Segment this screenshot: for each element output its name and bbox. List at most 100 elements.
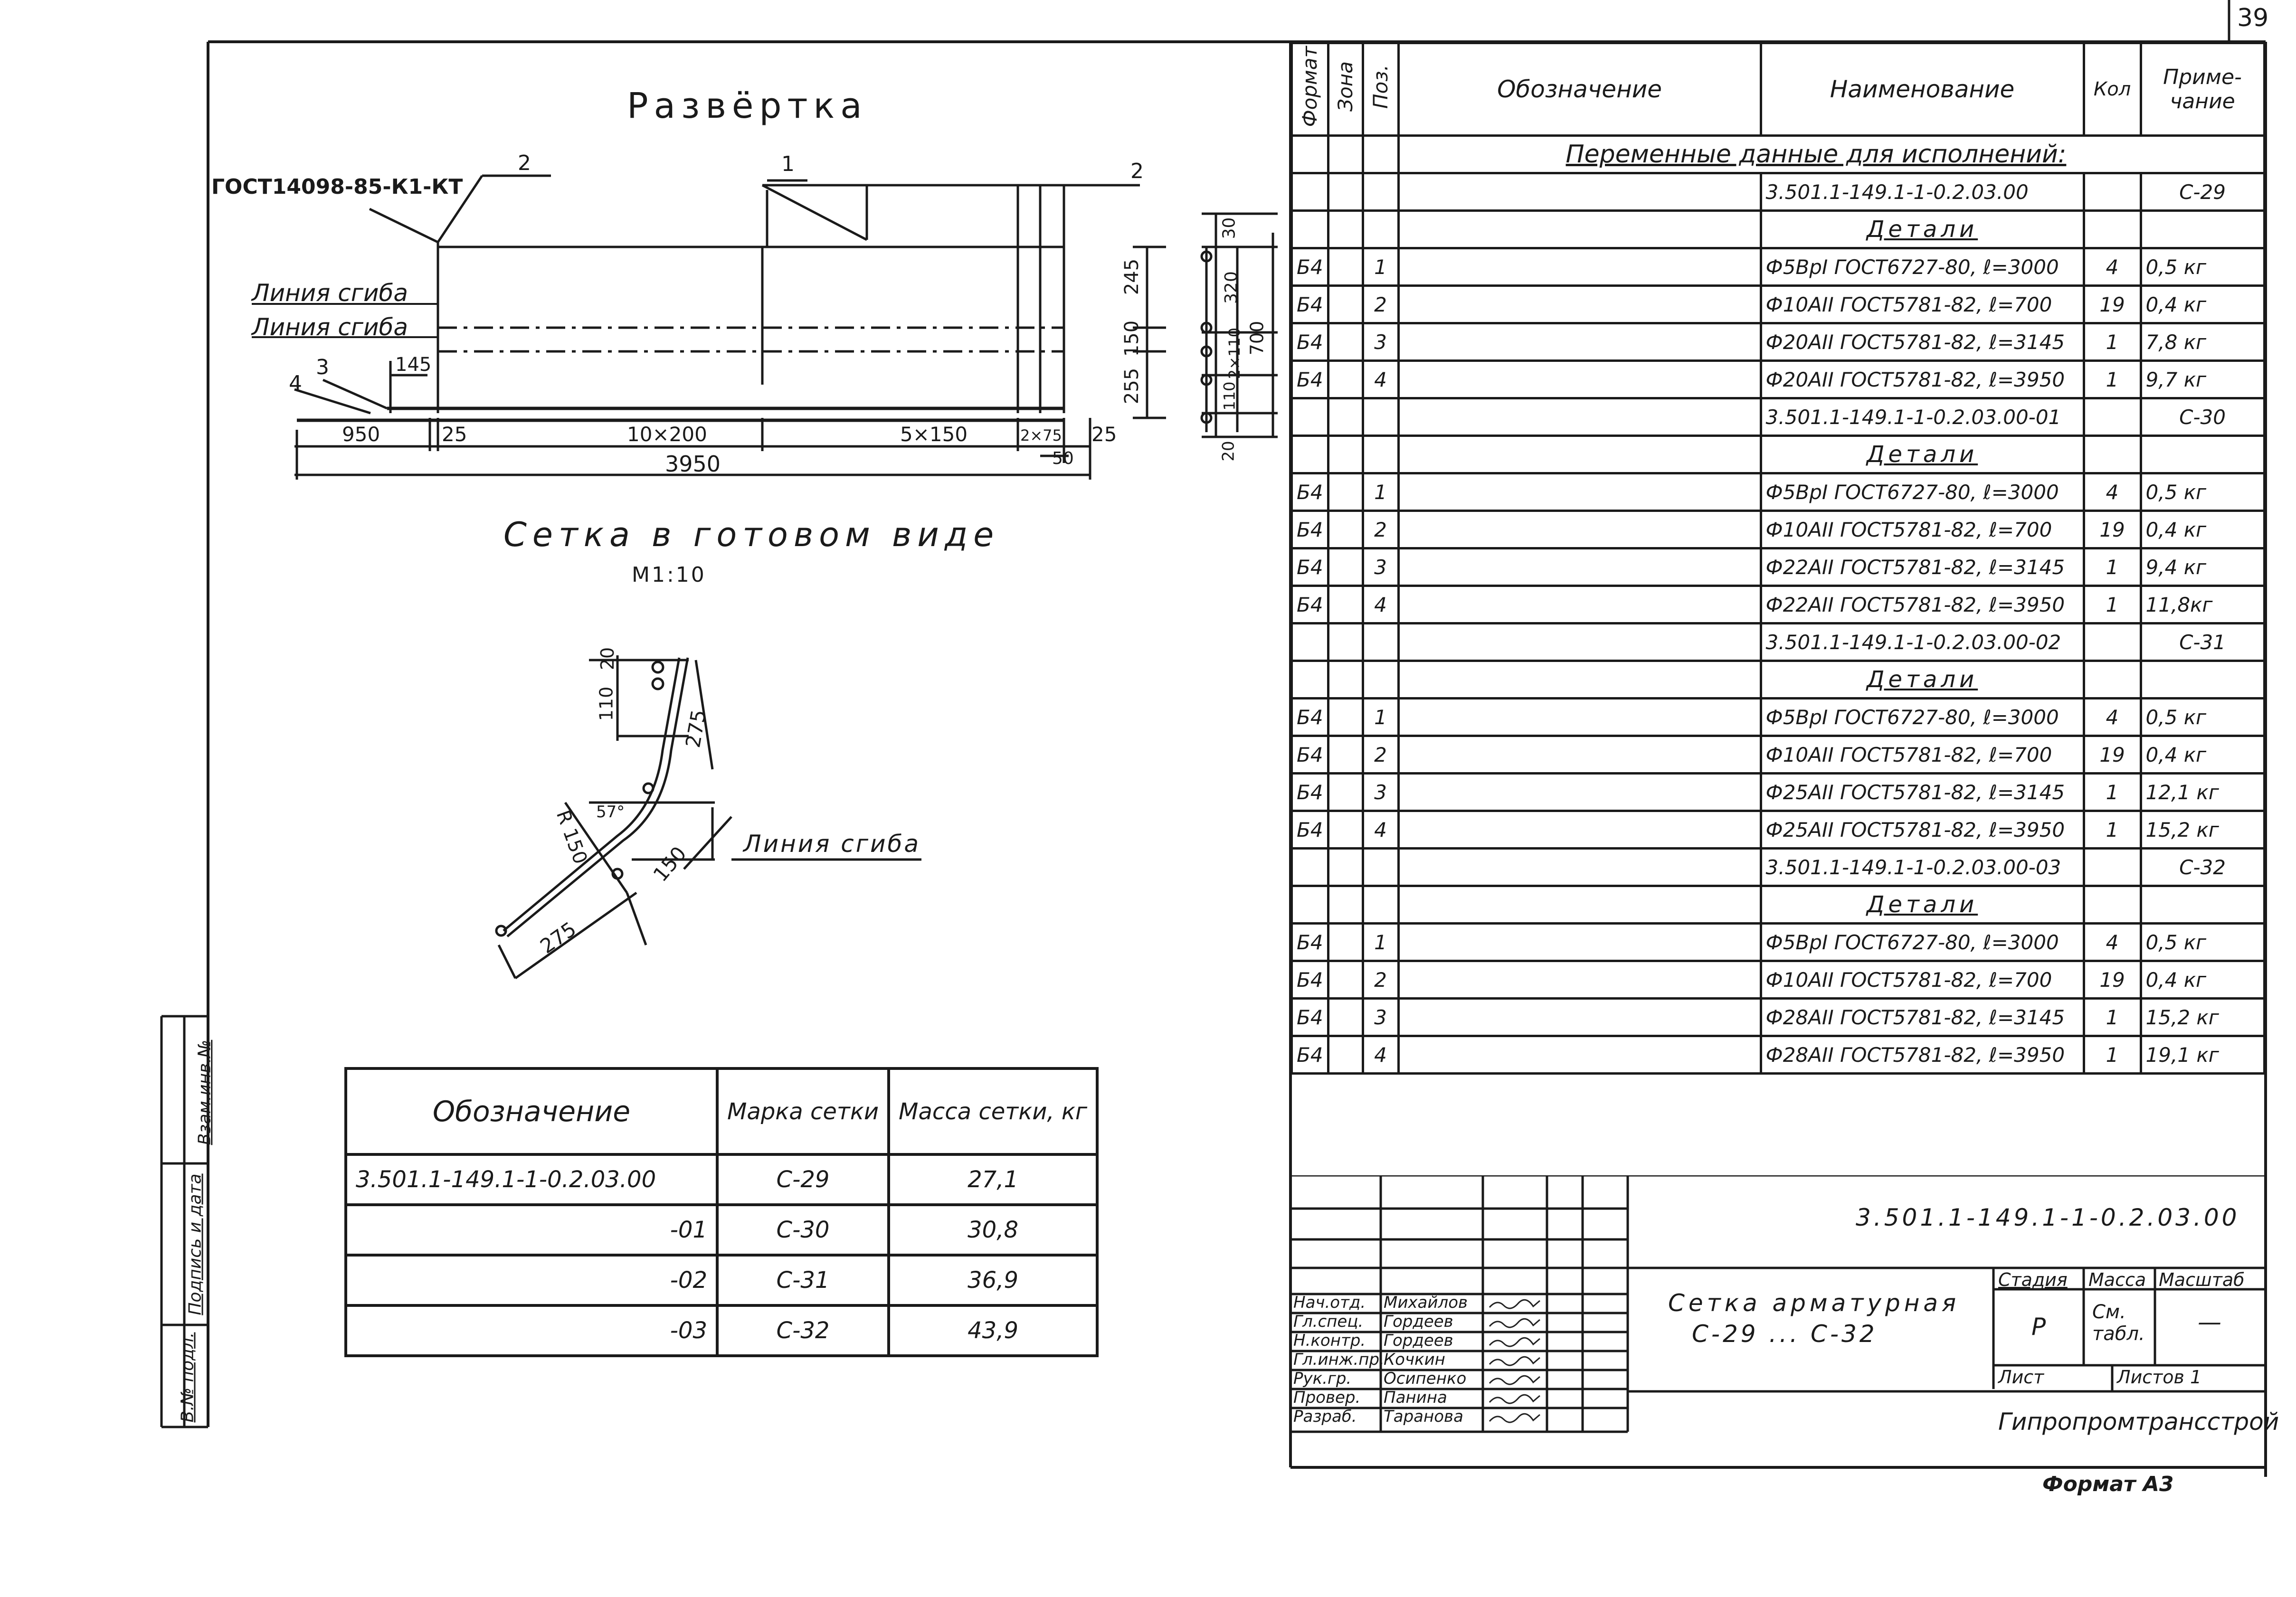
spec-item-pos: 4 xyxy=(1361,1035,1400,1075)
signature-scribble xyxy=(1488,1317,1542,1328)
mass-cell: -01 xyxy=(344,1203,719,1257)
spec-item-name: Ф22АII ГОСТ5781-82, ℓ=3950 xyxy=(1759,585,2085,624)
bend-line-label-1: Линия сгиба xyxy=(252,279,408,307)
signature-scribble xyxy=(1488,1355,1542,1366)
spec-header-designation: Обозначение xyxy=(1397,42,1762,137)
tb-role: Провер. xyxy=(1293,1388,1361,1407)
spec-section-row: Детали xyxy=(1290,435,2266,474)
spec-group-note: С-31 xyxy=(2139,622,2266,662)
spec-item-pos: 2 xyxy=(1361,284,1400,324)
mass-cell: 3.501.1-149.1-1-0.2.03.00 xyxy=(344,1153,719,1206)
stamp-inv-replace: Взам.инв.№ xyxy=(195,1039,215,1145)
spec-item-name: Ф25АII ГОСТ5781-82, ℓ=3145 xyxy=(1759,772,2085,812)
mass-cell: С-32 xyxy=(715,1304,891,1357)
callout-4: 4 xyxy=(289,371,302,396)
unfold-title: Развёртка xyxy=(627,85,868,126)
callout-1: 1 xyxy=(781,152,795,176)
tb-mass-value: См. табл. xyxy=(2092,1301,2145,1345)
spec-item-qty: 19 xyxy=(2082,960,2142,1000)
spec-item-format: Б4 xyxy=(1290,997,1329,1037)
tb-person: Таранова xyxy=(1384,1407,1463,1426)
signature-scribble xyxy=(1488,1412,1542,1423)
spec-item-pos: 1 xyxy=(1361,247,1400,287)
dim-3950: 3950 xyxy=(665,451,721,477)
spec-item-pos: 1 xyxy=(1361,472,1400,512)
tb-doc-code: 3.501.1-149.1-1-0.2.03.00 xyxy=(1856,1204,2240,1231)
spec-item-note: 0,5 кг xyxy=(2139,922,2266,962)
mass-header-mark: Марка сетки xyxy=(715,1067,891,1156)
spec-item-pos: 4 xyxy=(1361,359,1400,399)
dim-2x75: 2×75 xyxy=(1020,426,1062,444)
spec-item-qty: 1 xyxy=(2082,810,2142,850)
spec-item-pos: 1 xyxy=(1361,697,1400,737)
spec-item-name: Ф25АII ГОСТ5781-82, ℓ=3950 xyxy=(1759,810,2085,850)
spec-group-designation: 3.501.1-149.1-1-0.2.03.00-01 xyxy=(1759,397,2085,437)
spec-item-name: Ф10АII ГОСТ5781-82, ℓ=700 xyxy=(1759,284,2085,324)
tb-name-line2: С-29 ... С-32 xyxy=(1692,1320,1878,1348)
spec-item-pos: 3 xyxy=(1361,772,1400,812)
spec-section-row: Детали xyxy=(1290,209,2266,249)
tb-mass-label: Масса xyxy=(2088,1269,2146,1290)
spec-item-qty: 1 xyxy=(2082,585,2142,624)
spec-item-format: Б4 xyxy=(1290,585,1329,624)
dim-25-left: 25 xyxy=(442,423,467,446)
spec-item-qty: 1 xyxy=(2082,997,2142,1037)
mass-row: -03 С-32 43,9 xyxy=(344,1304,1099,1357)
spec-item-qty: 1 xyxy=(2082,1035,2142,1075)
spec-item-qty: 4 xyxy=(2082,922,2142,962)
spec-item-note: 9,7 кг xyxy=(2139,359,2266,399)
signature-scribble xyxy=(1488,1393,1542,1404)
spec-group-designation: 3.501.1-149.1-1-0.2.03.00 xyxy=(1759,172,2085,212)
callout-2-right: 2 xyxy=(1130,159,1144,183)
mass-table: Обозначение Марка сетки Масса сетки, кг … xyxy=(344,1067,1099,1357)
spec-section-title: Детали xyxy=(1759,435,2085,474)
spec-header-qty: Кол xyxy=(2082,42,2142,137)
format-label: Формат А3 xyxy=(2042,1472,2174,1496)
spec-header-format: Формат xyxy=(1290,42,1329,137)
spec-section-title: Детали xyxy=(1759,885,2085,925)
fin-dim-57: 57° xyxy=(596,803,625,822)
spec-header-pos: Поз. xyxy=(1361,42,1400,137)
spec-item-pos: 4 xyxy=(1361,810,1400,850)
gost-label: ГОСТ14098-85-К1-КТ xyxy=(211,175,463,199)
spec-item-note: 11,8кг xyxy=(2139,585,2266,624)
spec-item-qty: 1 xyxy=(2082,359,2142,399)
tb-role: Н.контр. xyxy=(1293,1331,1366,1350)
spec-item-name: Ф20АII ГОСТ5781-82, ℓ=3145 xyxy=(1759,322,2085,362)
tb-scale-label: Масштаб xyxy=(2159,1269,2245,1290)
spec-header-zone: Зона xyxy=(1327,42,1364,137)
side-dim-110: 110 xyxy=(1220,381,1239,411)
spec-item-format: Б4 xyxy=(1290,322,1329,362)
tb-person: Панина xyxy=(1384,1388,1447,1407)
spec-item-note: 12,1 кг xyxy=(2139,772,2266,812)
side-dim-2x110: 2×110 xyxy=(1225,327,1244,379)
tb-organization: Гипропромтрансстрой xyxy=(1998,1408,2279,1436)
spec-item-format: Б4 xyxy=(1290,284,1329,324)
callout-2-left: 2 xyxy=(518,151,531,175)
spec-item-note: 0,5 кг xyxy=(2139,472,2266,512)
spec-item-pos: 2 xyxy=(1361,510,1400,549)
dim-10x200: 10×200 xyxy=(627,423,707,446)
tb-sheets-label: Листов 1 xyxy=(2117,1367,2202,1388)
finished-scale: М1:10 xyxy=(632,563,706,587)
spec-item-format: Б4 xyxy=(1290,810,1329,850)
signature-scribble xyxy=(1488,1336,1542,1347)
mass-cell: С-29 xyxy=(715,1153,891,1206)
tb-role: Нач.отд. xyxy=(1293,1293,1366,1312)
title-block: 3.501.1-149.1-1-0.2.03.00 Сетка арматурн… xyxy=(1290,1175,2279,1467)
tb-role: Гл.инж.пр. xyxy=(1293,1350,1385,1369)
spec-item-qty: 19 xyxy=(2082,284,2142,324)
spec-item-note: 0,5 кг xyxy=(2139,247,2266,287)
spec-item-note: 15,2 кг xyxy=(2139,810,2266,850)
